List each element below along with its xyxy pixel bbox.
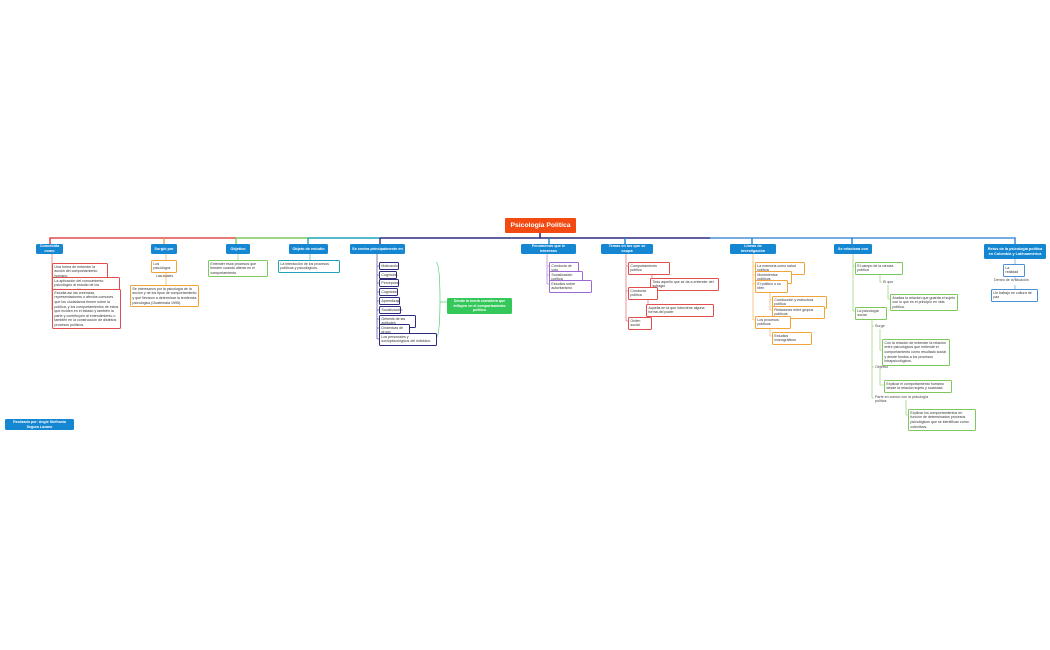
list-item[interactable]: Aprendizaje: [379, 297, 400, 306]
header-lineas-investigacion[interactable]: Líneas de investigación: [730, 244, 776, 254]
header-fenomenos[interactable]: Fenómenos que le interesan: [521, 244, 576, 254]
list-item[interactable]: Los procesos políticos: [755, 316, 791, 329]
connector-label: Dentro de la situación: [994, 277, 1029, 282]
list-item[interactable]: La realidad: [1003, 264, 1025, 277]
connector-label: Las cuales: [156, 273, 174, 278]
list-item[interactable]: Entender esos procesos que tienden cuand…: [208, 260, 268, 278]
list-item[interactable]: Motivación: [379, 262, 399, 271]
list-item[interactable]: Conducta política: [628, 287, 658, 300]
header-se-relaciona[interactable]: Se relaciona con: [834, 244, 872, 254]
root-title[interactable]: Psicología Política: [505, 218, 576, 233]
list-item[interactable]: Comportamiento político: [628, 262, 670, 275]
connector-label: Parte en común con la psicología polític…: [875, 394, 929, 404]
list-item[interactable]: Orden social: [628, 317, 652, 330]
list-item[interactable]: Analiza la relación que guarda el sujeto…: [890, 294, 958, 312]
header-objetivo[interactable]: Objetivo: [226, 244, 250, 254]
list-item[interactable]: El campo de la ciencia política: [855, 262, 903, 275]
summary-note[interactable]: Dónde la teoría considera que influyen e…: [447, 298, 512, 314]
list-item[interactable]: Los psicólogos: [151, 260, 177, 273]
header-concebida-como[interactable]: Concebida como: [36, 244, 63, 254]
list-item[interactable]: Socialización: [379, 306, 402, 315]
credit-badge: Realizado por: Angie Stefhania Segura Lo…: [5, 419, 74, 431]
list-item[interactable]: La interacción de los procesos políticos…: [278, 260, 340, 273]
list-item[interactable]: Se interesaron por la psicología de la a…: [130, 285, 199, 307]
header-temas[interactable]: Temas en los que se ocupa: [601, 244, 653, 254]
list-item[interactable]: La psicología social: [855, 307, 887, 320]
list-item[interactable]: Estudia así las creencias, representacio…: [52, 289, 121, 330]
connector-label: Surge: [875, 323, 885, 328]
header-retos[interactable]: Retos de la psicología política en Colom…: [984, 244, 1046, 259]
connector-label: El que: [883, 279, 894, 284]
list-item[interactable]: Con la relación de entender la relación …: [882, 339, 950, 366]
list-item[interactable]: Cognición: [379, 288, 398, 297]
list-item[interactable]: Aquella en la que interviene alguna form…: [646, 304, 714, 317]
connector-label: Objetivo: [875, 364, 889, 369]
header-se-centra[interactable]: Se centra principalmente en: [350, 244, 405, 254]
header-objeto-de-estudio[interactable]: Objeto de estudio: [289, 244, 328, 254]
list-item[interactable]: El político o su bien: [755, 280, 788, 293]
list-item[interactable]: Estudios monográficos: [772, 332, 812, 345]
list-item[interactable]: Relaciones entre grupos políticos: [772, 306, 825, 319]
list-item[interactable]: Cognición: [379, 271, 397, 280]
list-item[interactable]: Los personales y sociopsicológicos del i…: [379, 333, 437, 346]
list-item[interactable]: Todo aquello que se da a entender del su…: [650, 278, 719, 291]
list-item[interactable]: Explicar los comportamientos en función …: [908, 409, 976, 431]
list-item[interactable]: Un trabajo en cultura de paz: [991, 289, 1038, 302]
list-item[interactable]: Explicar el comportamiento humano desde …: [884, 380, 952, 393]
header-surgio-por[interactable]: Surgió por: [151, 244, 177, 254]
list-item[interactable]: Percepción: [379, 279, 399, 288]
list-item[interactable]: Estudios sobre autoritarismo: [549, 280, 592, 293]
